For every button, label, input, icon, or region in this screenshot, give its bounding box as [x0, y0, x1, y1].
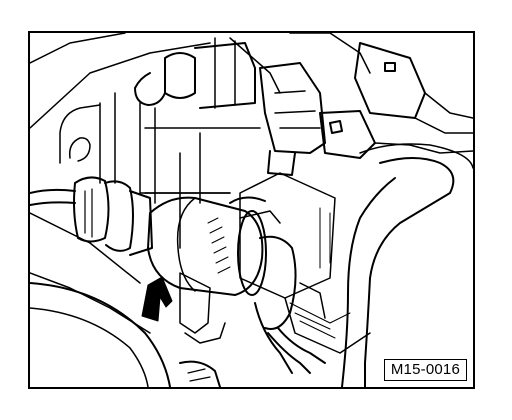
relay-clip-assembly: [259, 42, 473, 176]
left-grommet-connector: [30, 176, 153, 256]
shading-hatches: [207, 207, 331, 274]
background-housing: [30, 33, 371, 334]
main-cylindrical-plug: [147, 196, 326, 374]
wiring-harness-right: [341, 143, 473, 387]
engine-connector-drawing: [30, 33, 473, 387]
upper-connector: [134, 37, 256, 109]
round-housing-bottom: [30, 282, 221, 387]
figure-id-label: M15-0016: [383, 359, 467, 381]
diagram-frame: M15-0016: [28, 31, 475, 389]
release-arrow-icon: [141, 276, 173, 322]
locking-tab: [179, 272, 226, 344]
